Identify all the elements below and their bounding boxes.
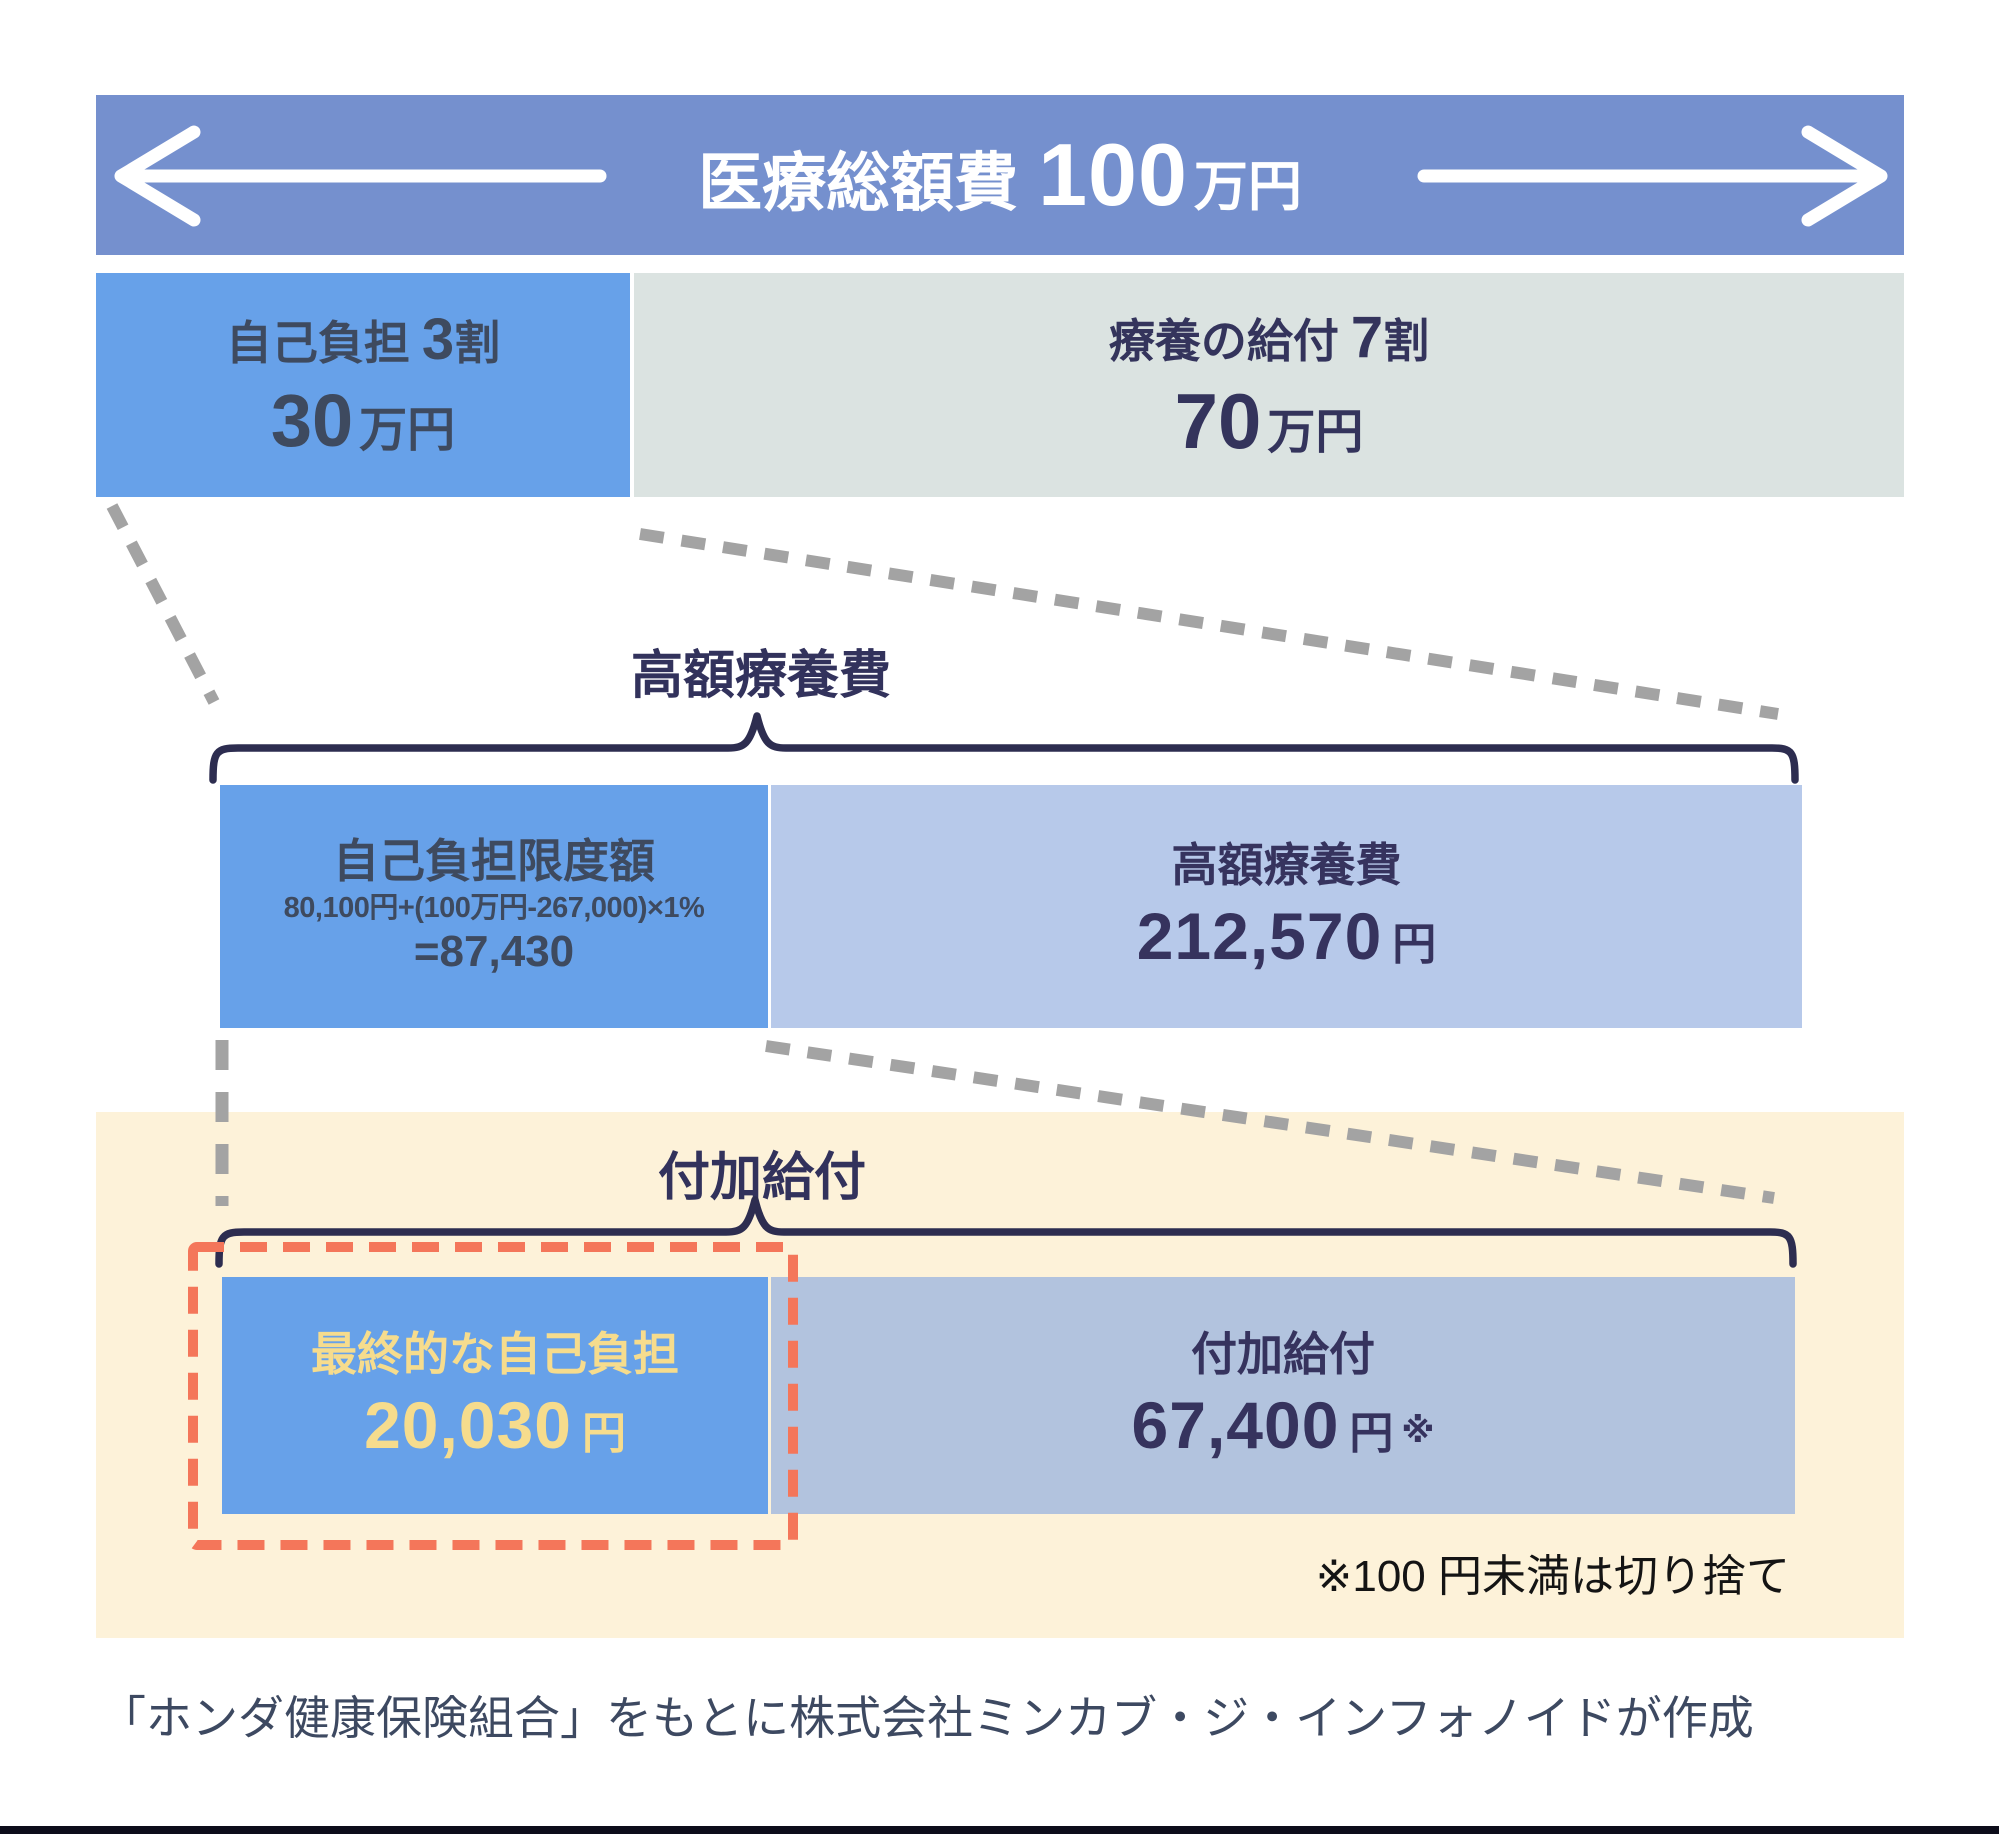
- fuka-benefit-box: 付加給付 67,400 円 ※: [771, 1277, 1795, 1514]
- kogaku-bracket-label: 高額療養費: [630, 647, 891, 705]
- bottom-divider-bar: [0, 1826, 1999, 1834]
- final-self-pay-box: 最終的な自己負担 20,030 円: [222, 1277, 768, 1514]
- limit-formula: 80,100円+(100万円-267,000)×1%: [283, 891, 705, 924]
- total-cost-unit: 万円: [1193, 157, 1302, 218]
- final-unit: 円: [581, 1408, 626, 1458]
- limit-result: =87,430: [413, 927, 575, 977]
- self-pay-limit-box: 自己負担限度額 80,100円+(100万円-267,000)×1% =87,4…: [220, 785, 768, 1028]
- limit-title: 自己負担限度額: [333, 835, 655, 888]
- self-pay-30-box: 自己負担 3 割 30 万円: [96, 273, 630, 497]
- final-title: 最終的な自己負担: [311, 1328, 679, 1381]
- kogaku-benefit-box: 高額療養費 212,570 円: [771, 785, 1802, 1028]
- benefit-70-box: 療養の給付 7 割 70 万円: [634, 273, 1904, 497]
- connector-selfpay-to-bracket: [106, 503, 220, 705]
- total-cost-bar: 医療総額費 100 万円: [96, 95, 1904, 255]
- benefit-ratio-unit: 割: [1383, 314, 1430, 367]
- self-pay-ratio-unit: 割: [454, 316, 501, 369]
- self-pay-ratio: 3: [421, 306, 455, 372]
- fuka-unit: 円: [1349, 1408, 1394, 1458]
- fuka-value: 67,400: [1131, 1387, 1340, 1462]
- benefit-ratio: 7: [1350, 304, 1384, 370]
- self-pay-label: 自己負担: [225, 316, 410, 369]
- rounding-note: ※100 円未満は切り捨て: [1315, 1552, 1790, 1601]
- final-value: 20,030: [364, 1387, 572, 1462]
- benefit-unit: 万円: [1267, 406, 1364, 460]
- fuka-title: 付加給付: [1191, 1328, 1375, 1381]
- fuka-bracket-label: 付加給付: [657, 1149, 866, 1207]
- kogaku-brace: [209, 712, 1799, 784]
- kogaku-title: 高額療養費: [1171, 839, 1402, 892]
- benefit-value: 70: [1174, 377, 1262, 466]
- total-cost-value: 100: [1038, 125, 1188, 225]
- kogaku-unit: 円: [1392, 919, 1437, 969]
- self-pay-unit: 万円: [359, 404, 456, 458]
- total-cost-label: 医療総額費: [698, 147, 1019, 220]
- self-pay-value: 30: [270, 379, 354, 463]
- benefit-label: 療養の給付: [1108, 314, 1339, 367]
- source-attribution: 「ホンダ健康保険組合」をもとに株式会社ミンカブ・ジ・インフォノイドが作成: [100, 1692, 1754, 1744]
- kogaku-value: 212,570: [1136, 898, 1383, 973]
- fuka-asterisk-mark: ※: [1401, 1411, 1435, 1450]
